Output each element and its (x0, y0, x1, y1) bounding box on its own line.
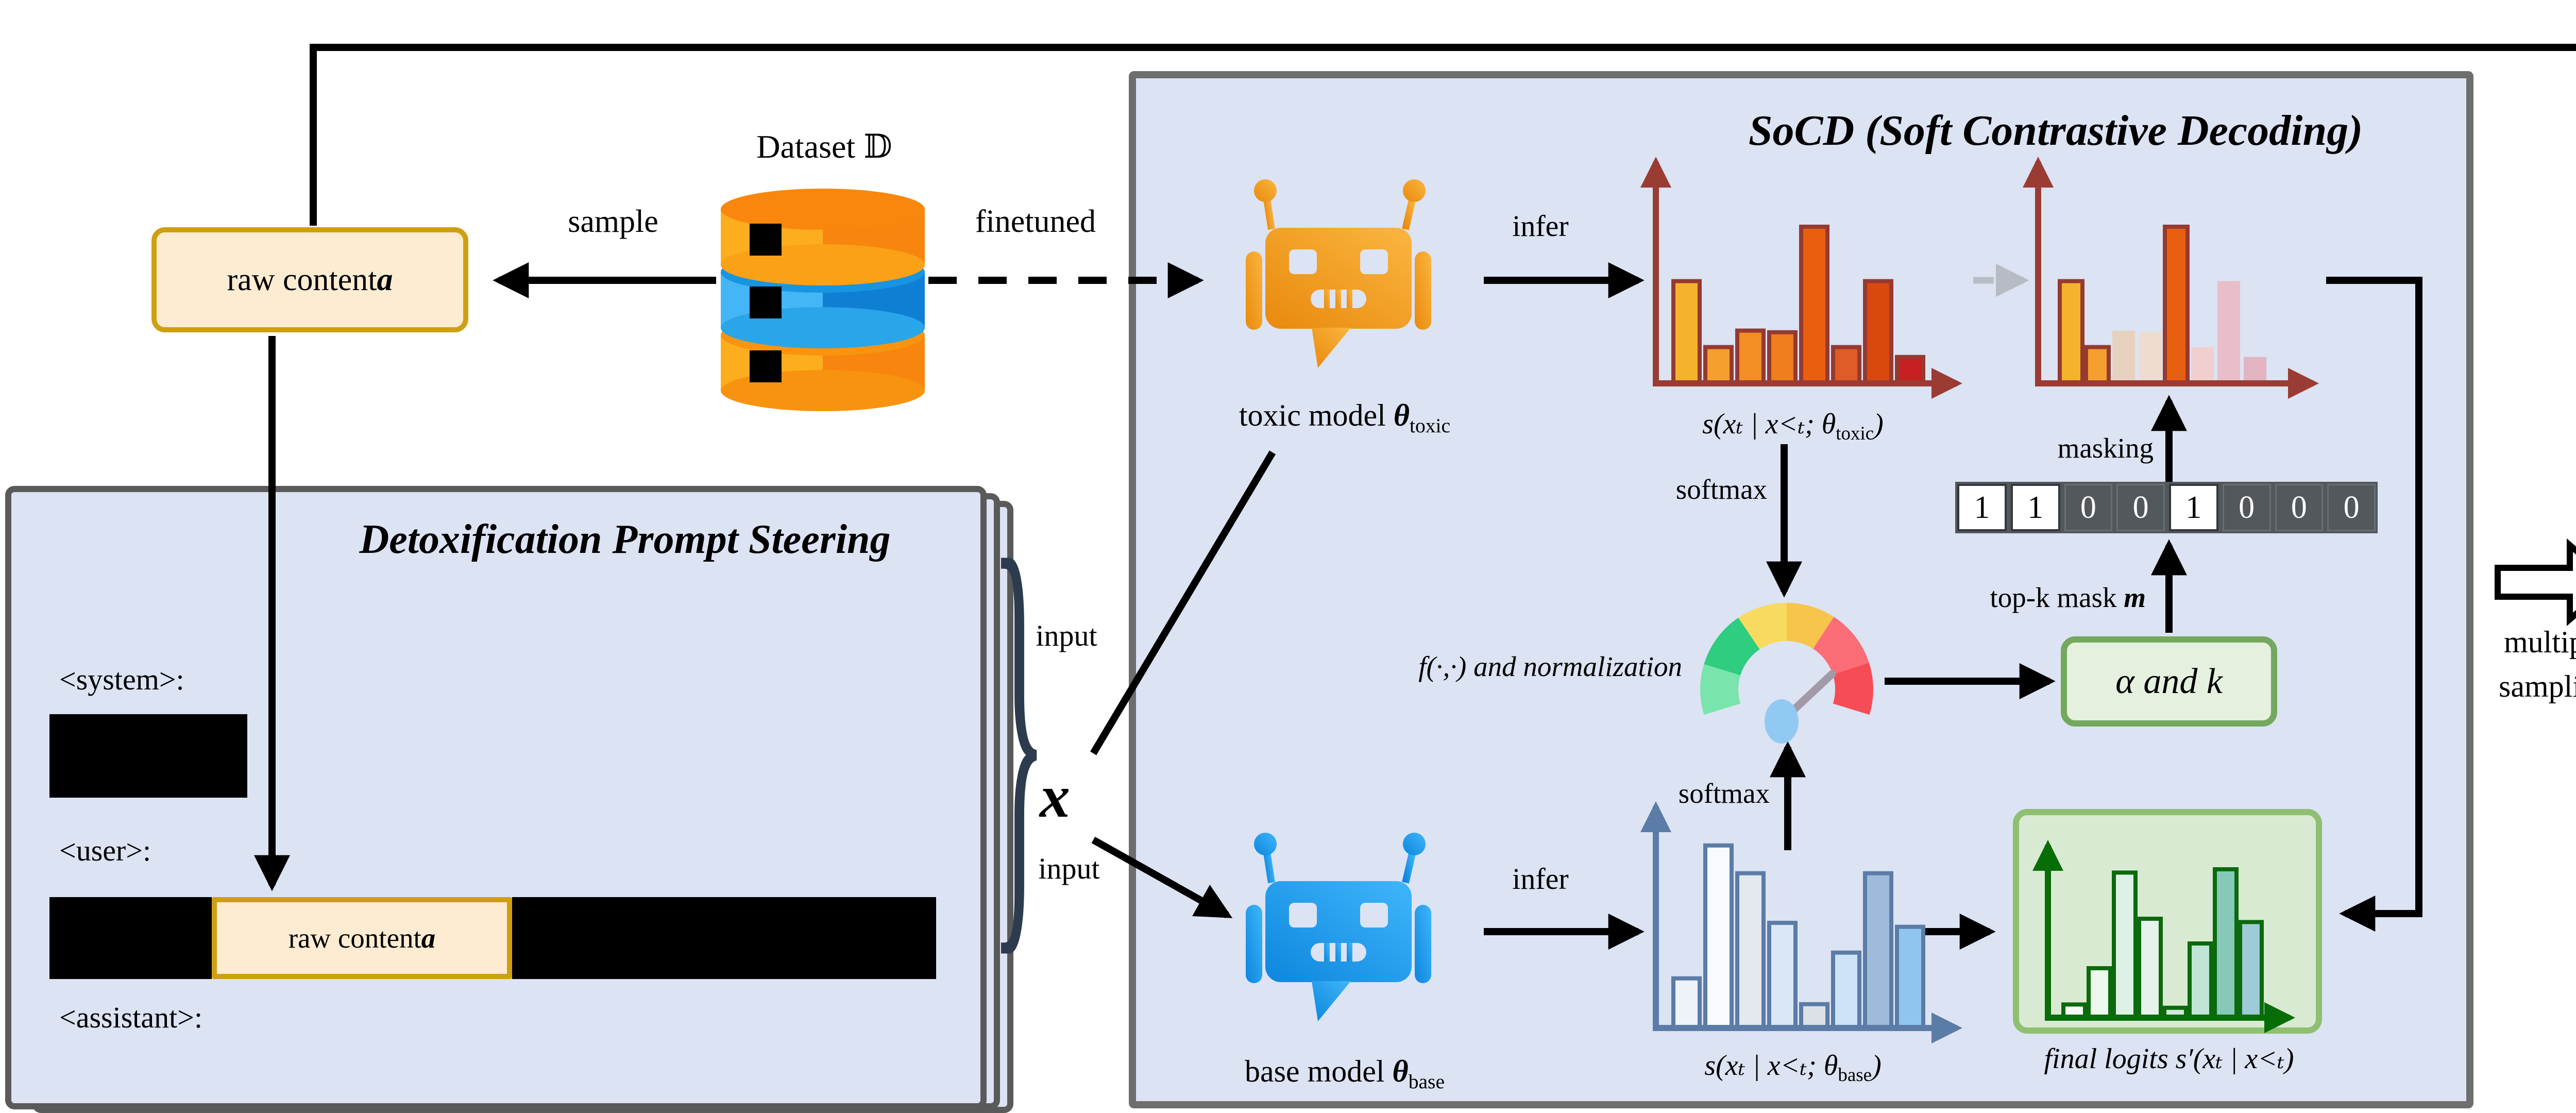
toxic-logits-bar-5 (1799, 225, 1829, 385)
dataset-cylinder-top (721, 189, 925, 285)
toxic-logits-bar-6 (1831, 345, 1861, 385)
input-top-label: input (1036, 619, 1097, 652)
softmax-top-label: softmax (1675, 474, 1767, 505)
mask-bit-6: 0 (2222, 484, 2271, 531)
multiple-label: multiple (2504, 625, 2576, 659)
final-logits-chart (2032, 840, 2295, 1033)
base-logits-bar-2 (1703, 843, 1734, 1031)
x-brace: } (990, 464, 1048, 993)
infer-bottom-label: infer (1512, 862, 1569, 896)
toxic-logits-chart (1640, 157, 1962, 399)
final-logits-bar-2 (2087, 966, 2112, 1020)
alpha-k-box: α and k (2061, 636, 2277, 727)
toxic-logits-masked-bar-5 (2163, 225, 2190, 385)
dataset-label: Dataset 𝔻 (756, 128, 892, 165)
toxic-logits-bar-4 (1767, 330, 1798, 385)
input-arrow-to-base (1091, 836, 1233, 919)
mask-bit-5: 1 (2169, 484, 2218, 531)
base-logits-bar-5 (1799, 1002, 1829, 1031)
softmax-bottom-label: softmax (1678, 778, 1770, 809)
masked-to-final-loop (2326, 277, 2422, 932)
mask-bit-3: 0 (2064, 484, 2113, 531)
toxic-logits-bar-2 (1703, 345, 1734, 385)
mask-bit-2: 1 (2010, 484, 2060, 531)
charts-layer (1640, 157, 2319, 1043)
user-redacted-left (49, 897, 212, 979)
final-logits-panel (2013, 809, 2322, 1034)
final-logits-bar-6 (2188, 941, 2213, 1020)
toxic-model-label: toxic model θtoxic (1239, 398, 1451, 437)
final-logits-bar-3 (2112, 870, 2138, 1020)
robot-eye-right (1360, 249, 1388, 274)
final-logits-label: final logits s′(xₜ | x<ₜ) (2044, 1043, 2294, 1075)
finetuned-label: finetuned (975, 204, 1096, 239)
toxic-logits-masked-chart (2023, 157, 2319, 399)
socd-title: SoCD (Soft Contrastive Decoding) (1748, 107, 2363, 155)
toxic-logits-masked-bar-7 (2217, 281, 2240, 383)
final-logits-bar-4 (2137, 917, 2163, 1020)
gauge-knob (1765, 699, 1799, 744)
base-logits-chart (1640, 801, 1962, 1043)
toxic-logits-bar-8 (1895, 355, 1925, 385)
connector-lines (254, 44, 2576, 950)
raw-content-insert: raw content a (212, 897, 512, 979)
final-logits-bar-7 (2213, 867, 2239, 1020)
user-tag: <user>: (59, 834, 151, 867)
toxic-logits-masked-bar-8 (2244, 357, 2266, 383)
f-normalization-label: f(·,·) and normalization (1418, 651, 1682, 682)
base-logits-bar-8 (1895, 924, 1925, 1031)
input-line-to-toxic (1090, 450, 1276, 755)
mask-bit-1: 1 (1957, 484, 2007, 531)
toxicity-gauge-icon (1700, 602, 1873, 744)
toxic-logits-masked-bar-2 (2084, 345, 2111, 385)
base-model-label: base model θbase (1244, 1054, 1445, 1093)
base-model-robot-icon (1246, 833, 1431, 1021)
robot-eye-right (1360, 903, 1388, 927)
mask-bit-4: 0 (2116, 484, 2165, 531)
base-logits-bar-6 (1831, 950, 1861, 1030)
topk-mask-label: top-k mask m (1990, 582, 2146, 613)
user-redacted-right (512, 897, 936, 979)
base-logits-bar-4 (1767, 920, 1798, 1030)
base-logits-bar-7 (1863, 871, 1893, 1030)
sample-label: sample (568, 204, 658, 239)
toxic-model-robot-icon (1246, 179, 1431, 368)
masking-label: masking (2057, 432, 2154, 464)
base-logits-bar-1 (1671, 976, 1702, 1030)
mask-bit-8: 0 (2327, 484, 2376, 531)
sampling-label: sampling (2499, 669, 2576, 703)
base-logits-bar-3 (1735, 871, 1766, 1030)
raw-content-label: raw content (227, 262, 377, 297)
toxic-logits-bar-1 (1671, 279, 1702, 385)
robot-eye-left (1289, 903, 1317, 927)
system-redacted-block (49, 714, 247, 798)
final-logits-bar-8 (2238, 920, 2264, 1020)
infer-top-label: infer (1512, 209, 1569, 243)
toxic-logits-masked-bar-1 (2058, 279, 2084, 385)
dataset-icon (721, 189, 925, 411)
toxic-logits-masked-bar-6 (2191, 347, 2214, 383)
prompt-steering-panel (5, 486, 987, 1109)
prompt-steering-title: Detoxification Prompt Steering (359, 517, 891, 562)
input-bottom-label: input (1038, 852, 1100, 885)
toxic-logits-bar-7 (1863, 279, 1893, 385)
multiple-sampling-arrow-icon (2495, 538, 2576, 627)
raw-content-box: raw content a (151, 227, 468, 332)
toxic-logits-masked-bar-4 (2139, 332, 2161, 383)
toxic-logits-masked-bar-3 (2112, 330, 2135, 383)
mask-bit-7: 0 (2275, 484, 2324, 531)
system-tag: <system>: (59, 663, 184, 696)
embed-raw-content-connector (310, 44, 2576, 226)
toxic-logits-label: s(xₜ | x<ₜ; θtoxic) (1702, 408, 1884, 444)
toxic-logits-bar-3 (1735, 328, 1766, 385)
robot-eye-left (1289, 249, 1317, 274)
base-logits-label: s(xₜ | x<ₜ; θbase) (1704, 1050, 1882, 1086)
x-variable: x (1040, 763, 1070, 830)
assistant-tag: <assistant>: (59, 1001, 203, 1034)
